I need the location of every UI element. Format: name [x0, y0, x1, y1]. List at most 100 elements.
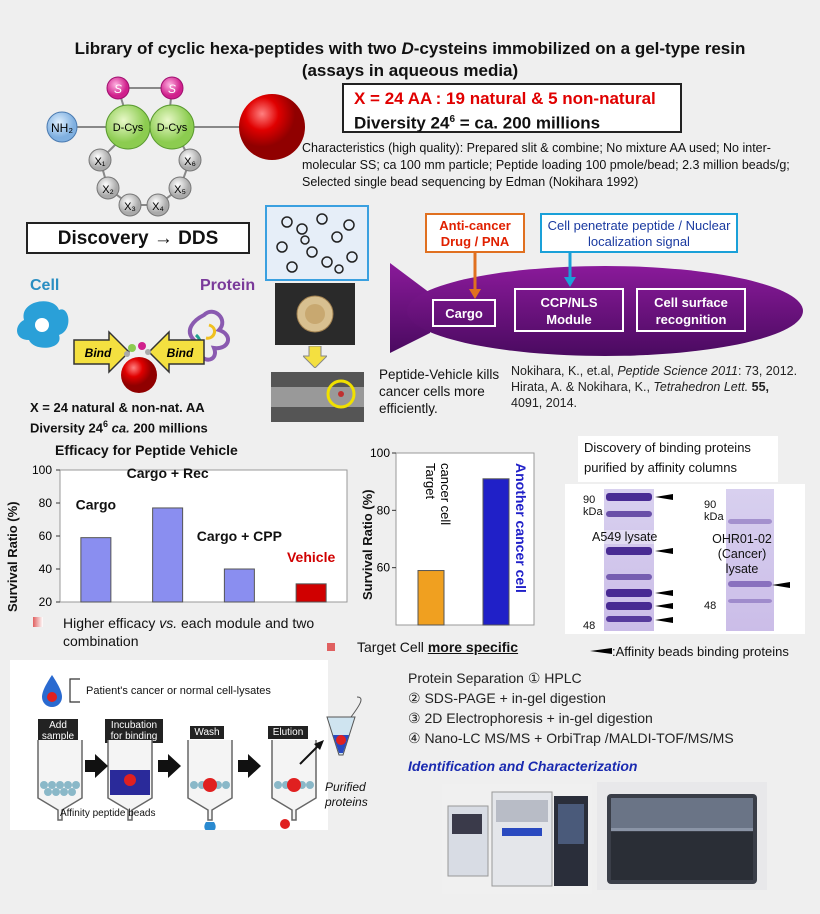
step-incubation: Incubation for binding — [105, 719, 163, 743]
bead-icon — [121, 357, 157, 393]
bind-arrow-right — [147, 330, 205, 374]
purified-tube-icon — [326, 696, 362, 756]
peptide-vehicle-text: Peptide-Vehicle kills cancer cells more … — [379, 367, 500, 416]
page-title: Library of cyclic hexa-peptides with two… — [74, 39, 746, 80]
purified-label: Purified proteins — [325, 780, 368, 809]
chart2-tick-label: 80 — [377, 503, 391, 517]
chart1-bar — [223, 568, 255, 603]
d-cys-2 — [149, 104, 195, 150]
bind-arrow-left — [73, 330, 131, 374]
legend-arrow-icon — [590, 648, 612, 654]
nh2-label: NH₂ — [51, 121, 73, 135]
x1-label: X₁ — [94, 156, 105, 168]
x2-residue — [96, 176, 120, 200]
ccp-nls-module: CCP/NLS Module — [514, 288, 624, 332]
x2-label: X₂ — [102, 184, 114, 196]
gel-lane-ohr01 — [726, 489, 774, 631]
lane2-label: OHR01-02 (Cancer) lysate — [712, 532, 772, 576]
x4-label: X₄ — [152, 201, 164, 213]
characteristics-text: Characteristics (high quality): Prepared… — [302, 141, 790, 189]
cell-nucleus — [35, 318, 49, 332]
step-add-sample: Add sample — [38, 719, 78, 743]
binding-diagram: Bind Bind — [17, 301, 230, 393]
chart1-bar — [295, 583, 327, 603]
d-cys-2-label: D-Cys — [157, 122, 188, 134]
band-arrow-right — [772, 582, 790, 588]
x3-residue — [118, 193, 142, 217]
references: Nokihara, K., et.al, Peptide Science 201… — [511, 364, 798, 410]
chart1-bar — [80, 537, 112, 603]
chart2-bar — [417, 570, 445, 626]
band-arrows-left — [655, 494, 673, 623]
discovery-dds-box: Discovery → DDS — [26, 222, 250, 254]
chart1-tick-label: 60 — [39, 529, 53, 543]
cell-label: Cell — [30, 277, 60, 294]
chart1-category-label: Cargo + CPP — [197, 528, 282, 544]
capillary-image — [271, 372, 364, 422]
chart1-category-label: Vehicle — [287, 549, 335, 565]
sulfur-1 — [106, 76, 130, 100]
chart2-tick-label: 100 — [370, 446, 390, 460]
bead-microscopy-image — [265, 205, 369, 281]
bind-label-right: Bind — [167, 346, 194, 360]
marker-48-left: 48 — [583, 620, 596, 632]
chart2-bar — [482, 478, 510, 626]
sulfur-1-label: S — [114, 82, 122, 96]
bullet-icon-2 — [327, 643, 335, 651]
identification-heading: Identification and Characterization — [408, 758, 638, 774]
gel-lane-a549 — [604, 489, 654, 631]
diversity-line: Diversity 246 = ca. 200 millions — [354, 113, 601, 133]
d-cys-1-label: D-Cys — [113, 122, 144, 134]
step-elution: Elution — [268, 726, 308, 739]
anticancer-drug-box: Anti-cancer Drug / PNA — [425, 213, 525, 253]
sulfur-2 — [160, 76, 184, 100]
chart1-tick-label: 80 — [39, 496, 53, 510]
resin-bead — [239, 94, 305, 160]
chart1-category-label: Cargo — [76, 497, 116, 513]
chart2-tick-label: 60 — [377, 561, 391, 575]
chart2-category-label: Targetcancer cell — [423, 463, 453, 525]
protocol-diagram — [37, 740, 317, 830]
nh2-group — [46, 111, 78, 143]
aa-composition: X = 24 AA : 19 natural & 5 non-natural — [354, 89, 656, 108]
x3-label: X₃ — [124, 201, 136, 213]
beads-label: Affinity peptide beads — [60, 808, 156, 819]
lysate-label: Patient's cancer or normal cell-lysates — [86, 685, 271, 697]
diagonal-arrow-icon — [299, 740, 324, 765]
hplc-instrument-image — [442, 784, 592, 894]
step-wash: Wash — [190, 726, 224, 739]
chart1-tick-label: 20 — [39, 595, 53, 609]
x4-residue — [146, 193, 170, 217]
chart1-ylabel: Survival Ratio (%) — [5, 501, 20, 612]
x1-residue — [88, 148, 112, 172]
lane1-label: A549 lysate — [592, 530, 658, 544]
specificity-chart: 100 80 60 Targetcancer cell Another cancer c… — [370, 446, 535, 626]
bind-label-left: Bind — [85, 346, 112, 360]
surface-recognition-module: Cell surface recognition — [636, 288, 746, 332]
bullet-icon — [33, 617, 43, 627]
gel-legend: :Affinity beads binding proteins — [612, 644, 789, 659]
down-arrow-icon — [303, 346, 327, 368]
chart1-bar — [152, 507, 184, 603]
ms-instrument-image — [597, 782, 767, 890]
chart1-note: Higher efficacy vs. each module and two … — [63, 615, 315, 649]
protein-label: Protein — [200, 277, 256, 294]
cargo-module: Cargo — [432, 299, 496, 327]
cyclic-peptide-diagram: NH₂ S S D-Cys D-Cys X₁ X₂ X₃ X₄ X₅ X₆ — [46, 76, 305, 217]
chart2-category-label: Another cancer cell — [513, 463, 529, 593]
single-bead-image — [275, 283, 355, 345]
x6-label: X₆ — [184, 156, 196, 168]
chart1-category-label: Cargo + Rec — [127, 465, 209, 481]
x5-residue — [168, 176, 192, 200]
separation-methods: Protein Separation ① HPLC ② SDS-PAGE + i… — [408, 670, 734, 746]
marker-48-right: 48 — [704, 600, 717, 612]
chart1-tick-label: 100 — [32, 463, 52, 477]
lysate-drop-icon — [42, 675, 62, 707]
cell-penetrate-box: Cell penetrate peptide / Nuclear localiz… — [540, 213, 738, 253]
chart2-note: Target Cell more specific — [357, 639, 519, 655]
bind-caption: X = 24 natural & non-nat. AA Diversity 2… — [30, 400, 208, 436]
x5-label: X₅ — [174, 184, 186, 196]
